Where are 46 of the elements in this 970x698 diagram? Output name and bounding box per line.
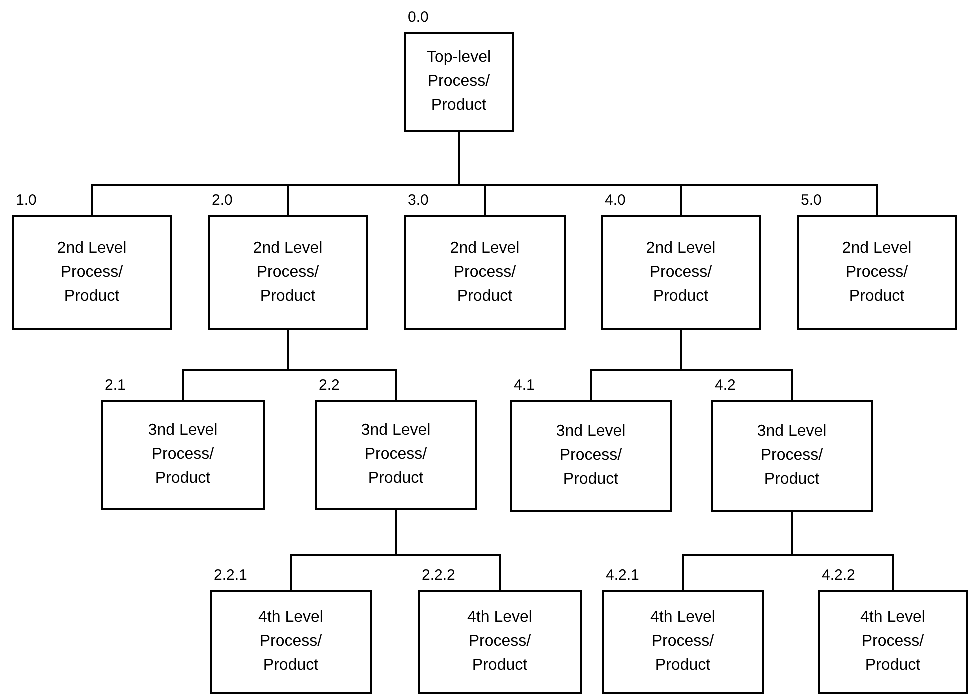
process-box	[797, 215, 957, 330]
process-box	[210, 590, 372, 694]
connector-line	[287, 330, 397, 400]
node-number: 1.0	[16, 191, 37, 211]
process-box	[602, 590, 764, 694]
node-number: 2.0	[212, 191, 233, 211]
process-box	[601, 215, 761, 330]
node-number: 4.2.2	[822, 566, 856, 586]
process-box	[208, 215, 368, 330]
process-box	[510, 400, 672, 512]
box-label: 4th Level Process/ Product	[258, 608, 324, 676]
node-number: 2.2	[319, 376, 340, 396]
box-label: 3nd Level Process/ Product	[147, 421, 219, 489]
process-box	[818, 590, 968, 694]
box-label: 4th Level Process/ Product	[466, 608, 534, 676]
process-box	[404, 32, 514, 132]
box-label: 3nd Level Process/ Product	[360, 421, 432, 489]
box-label: 3nd Level Process/ Product	[756, 422, 828, 490]
connector-line	[680, 330, 793, 400]
box-label: 2nd Level Process/ Product	[56, 238, 128, 306]
node-number: 2.2.1	[214, 566, 248, 586]
box-label: 2nd Level Process/ Product	[252, 238, 324, 306]
box-label: 2nd Level Process/ Product	[645, 238, 717, 306]
box-label: 4th Level Process/ Product	[860, 608, 926, 676]
node-number: 0.0	[408, 8, 429, 28]
node-number: 5.0	[801, 191, 822, 211]
process-box	[711, 400, 873, 512]
box-label: 3nd Level Process/ Product	[555, 422, 627, 490]
node-number: 4.0	[605, 191, 626, 211]
process-box	[315, 400, 477, 510]
node-number: 3.0	[408, 191, 429, 211]
box-label: 2nd Level Process/ Product	[449, 238, 521, 306]
box-label: 2nd Level Process/ Product	[841, 238, 913, 306]
box-label: 4th Level Process/ Product	[650, 608, 716, 676]
box-label: Top-level Process/ Product	[426, 48, 492, 116]
process-box	[404, 215, 566, 330]
connector-line	[395, 510, 501, 590]
process-box	[418, 590, 582, 694]
node-number: 4.2	[715, 376, 736, 396]
process-box	[101, 400, 265, 510]
connector-line	[791, 512, 894, 590]
node-number: 4.1	[514, 376, 535, 396]
node-number: 4.2.1	[606, 566, 640, 586]
node-number: 2.2.2	[422, 566, 456, 586]
node-number: 2.1	[105, 376, 126, 396]
process-box	[12, 215, 172, 330]
